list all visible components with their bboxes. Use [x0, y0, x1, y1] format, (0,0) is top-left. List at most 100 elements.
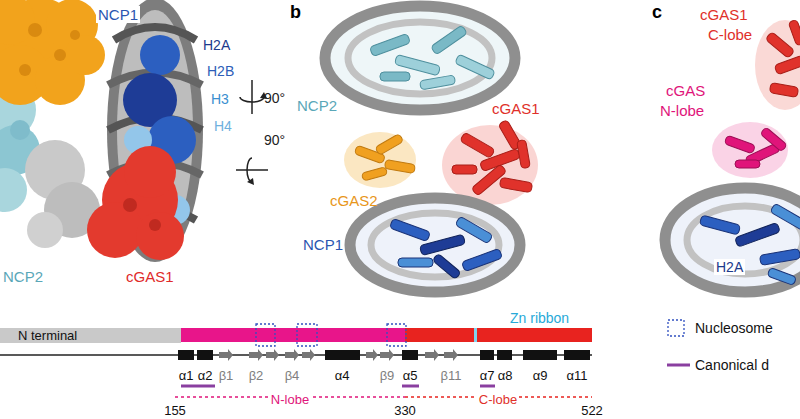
label-slot: α9 [533, 366, 548, 384]
cgas1-model [442, 120, 538, 205]
label-slot: α1 [179, 366, 194, 384]
cgas1-density [123, 198, 137, 212]
cgas1-density [87, 202, 143, 258]
cgas2-model [361, 167, 387, 181]
legend-text: Canonical d [695, 357, 769, 373]
residue-number: 155 [164, 403, 186, 418]
nucleosome-model [770, 203, 800, 231]
label-slot: Zn ribbon [510, 309, 569, 327]
cgas2-density [54, 49, 66, 61]
secondary-structure [0, 349, 592, 361]
cgas1-model [517, 140, 531, 169]
n-lobe-model [712, 122, 788, 178]
secondary-structure [366, 349, 378, 361]
ncp2-model [455, 54, 495, 80]
grey-density [27, 212, 63, 248]
strand-label: β11 [441, 368, 462, 383]
structure-label: cGAS1 [126, 268, 174, 285]
ncp1-model [350, 198, 520, 292]
structure-label: C-lobe [708, 26, 752, 43]
lobe-range-line [175, 396, 592, 398]
nucleosome-contact-box [256, 324, 406, 346]
ncp2-model [325, 6, 515, 110]
domain-bar [175, 328, 405, 342]
helix-label: α7 [480, 368, 495, 383]
histone-label: H2A [203, 37, 230, 53]
label-slot: β11 [441, 366, 462, 384]
legend-item: Nucleosome [664, 318, 773, 338]
ncp1-model [371, 213, 499, 277]
residue-number: 330 [394, 403, 416, 418]
cgas2-model [384, 159, 415, 173]
legend-box-sample [668, 320, 684, 336]
ncp1-density [140, 35, 180, 75]
nucleosome-contact-box [297, 324, 317, 346]
helix-label: α1 [179, 368, 194, 383]
structure-label: N-lobe [660, 102, 704, 119]
structure-label: NCP1 [96, 6, 140, 23]
secondary-structure [523, 350, 557, 360]
ncp1-model [461, 248, 502, 271]
label-slot: β4 [285, 366, 300, 384]
cgas2-model [375, 134, 404, 156]
histone-label: H3 [211, 91, 229, 107]
secondary-structure [302, 349, 315, 361]
label-slot: NCP2 [3, 268, 43, 286]
histone-label: H2B [207, 63, 234, 79]
helix-label: α2 [198, 368, 213, 383]
canonical-underline [480, 385, 495, 388]
ncp2-density [10, 120, 30, 140]
label-slot: NCP1 [96, 6, 140, 24]
structure-label: cGAS1 [700, 6, 748, 23]
histone-label: H4 [214, 118, 232, 134]
label-slot: H2B [207, 62, 234, 80]
rotation-symbol [236, 80, 268, 185]
label-slot: NCP2 [297, 97, 337, 115]
c-lobe-model [774, 55, 800, 75]
n-lobe-model [724, 135, 755, 154]
helix-label: α8 [498, 368, 513, 383]
domain-label: C-lobe [477, 392, 519, 407]
rotation-symbol [247, 178, 254, 185]
cgas1-density [124, 146, 176, 198]
helix-label: α9 [533, 368, 548, 383]
ncp1-model [389, 218, 430, 241]
label-slot: cGAS2 [330, 192, 378, 210]
residue-number: 522 [581, 403, 603, 418]
structure-label: NCP2 [297, 97, 337, 114]
rotation-angle: 90° [264, 132, 285, 148]
helix-label: α4 [335, 368, 350, 383]
label-slot: cGAS [666, 82, 705, 100]
c-lobe-model [769, 83, 798, 98]
strand-label: β9 [380, 368, 395, 383]
ncp2-model [431, 25, 468, 55]
n-lobe-model [712, 122, 788, 178]
cgas1-density [87, 146, 184, 260]
panel-letter: b [290, 2, 301, 22]
ncp1-model [419, 234, 465, 255]
label-slot: β2 [249, 366, 264, 384]
cgas1-model [499, 177, 532, 192]
label-slot: β1 [219, 366, 234, 384]
label-slot: α5 [403, 366, 418, 384]
label-slot: 155 [164, 401, 186, 419]
n-lobe-model [760, 127, 787, 152]
secondary-structure [380, 349, 394, 361]
rotation-symbol [251, 80, 253, 114]
label-slot: cGAS1 [126, 268, 174, 286]
label-slot: H2A [203, 36, 230, 54]
helix-label: α11 [566, 368, 587, 383]
label-slot: C-lobe [708, 26, 752, 44]
ncp2-model [325, 6, 515, 110]
ncp1-model [432, 253, 461, 279]
domain-bar [474, 328, 477, 342]
legend-sample [664, 318, 692, 338]
histone-label: H2A [714, 259, 745, 275]
structure-label: NCP2 [3, 268, 43, 285]
label-slot: 522 [581, 401, 603, 419]
label-slot: H3 [211, 90, 229, 108]
label-slot: α8 [498, 366, 513, 384]
nucleosome-model [767, 267, 796, 285]
cgas1-density [136, 212, 184, 260]
